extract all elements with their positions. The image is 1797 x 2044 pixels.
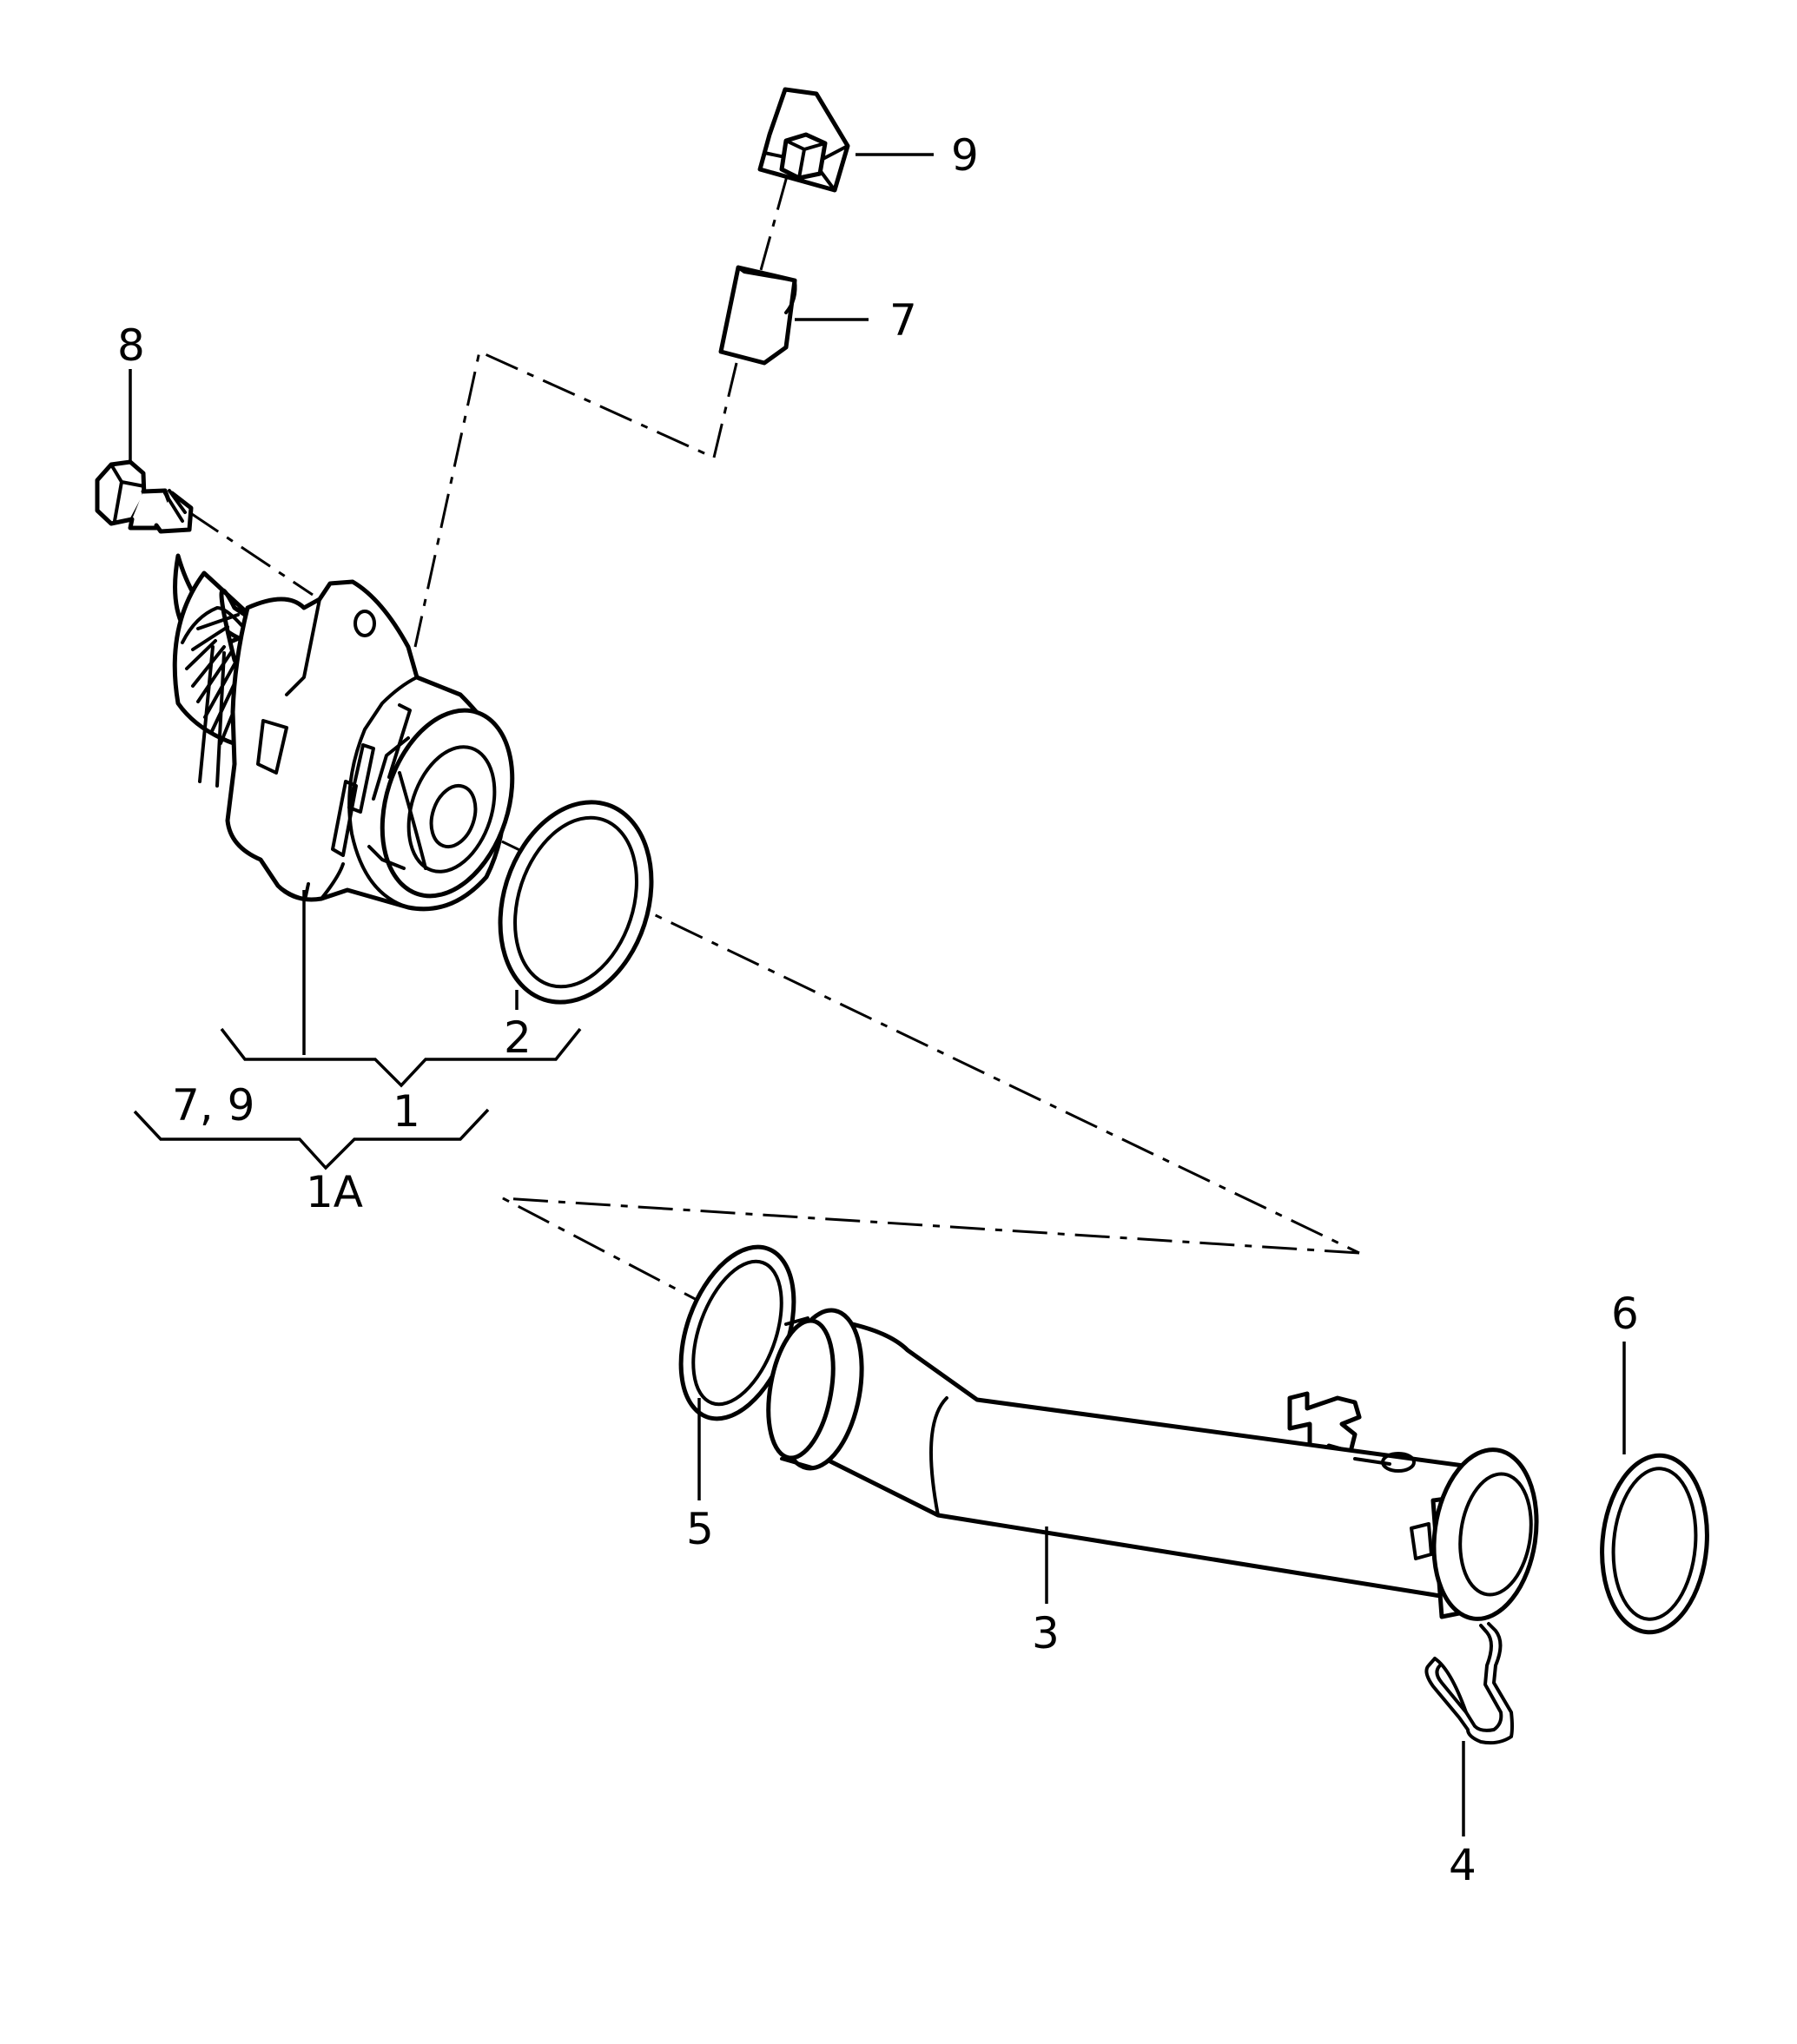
bracket-1	[220, 1027, 582, 1088]
leader-lines	[129, 153, 1626, 1836]
assembly-line-bolt-to-pump	[188, 511, 314, 597]
sleeve	[718, 265, 797, 366]
callout-labels: 9 7 8 2 1 7, 9 1A 6 5 3 4	[117, 130, 1639, 1890]
callout-9: 9	[951, 130, 979, 181]
coolant-pipe	[766, 1308, 1539, 1621]
o-ring	[1600, 1453, 1709, 1635]
callout-7: 7	[889, 295, 917, 346]
o-ring-seal	[498, 800, 654, 1005]
assembly-line-pump-to-pipe-end	[445, 813, 1360, 1255]
callout-6: 6	[1611, 1289, 1639, 1339]
callout-1a: 1A	[306, 1167, 363, 1217]
retaining-clip	[1424, 1622, 1514, 1745]
callout-7-9: 7, 9	[172, 1080, 254, 1131]
callout-5: 5	[686, 1504, 714, 1554]
bracket-1a	[133, 1108, 490, 1170]
bolt	[95, 459, 194, 534]
cap-nut	[757, 87, 850, 193]
callout-1: 1	[393, 1086, 420, 1137]
callout-3: 3	[1032, 1608, 1060, 1658]
callout-8: 8	[117, 320, 145, 371]
assembly-line-sleeve-to-pump	[413, 349, 738, 648]
callout-2: 2	[504, 1012, 532, 1063]
seal-ring	[678, 1244, 796, 1421]
water-pump-housing	[172, 553, 515, 912]
group-brackets	[133, 1027, 582, 1170]
assembly-line-pipe-return	[502, 1197, 1360, 1361]
callout-4: 4	[1449, 1840, 1477, 1890]
